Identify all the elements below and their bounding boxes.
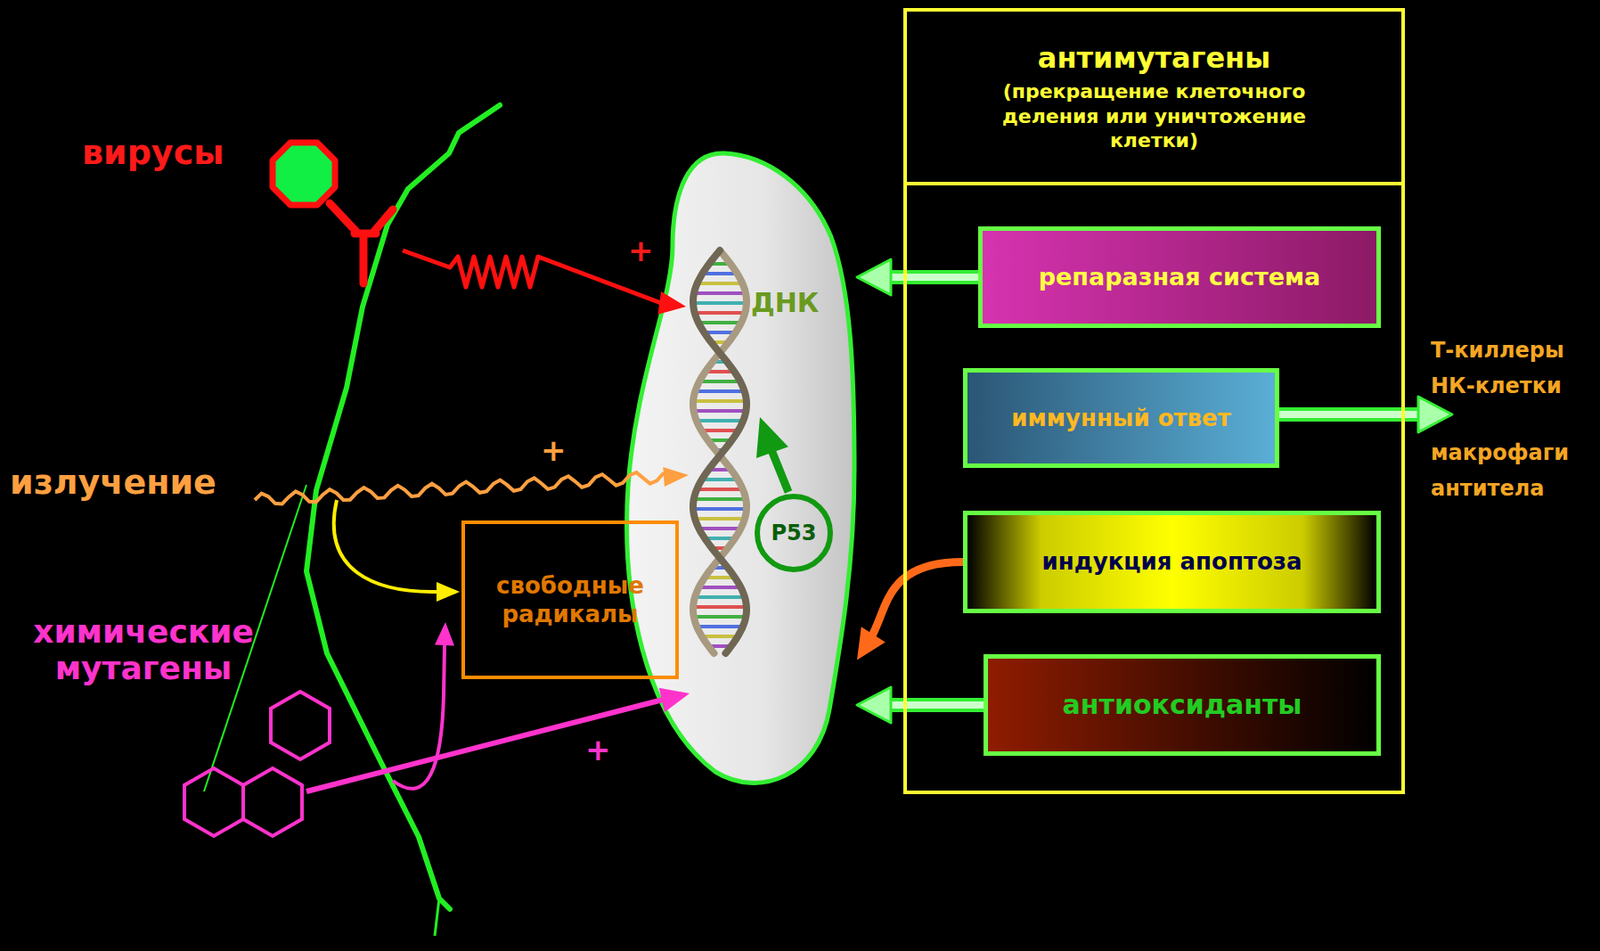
immune-arrow-shaft: [1265, 410, 1421, 418]
connector-outline: [889, 697, 984, 712]
connector: [857, 686, 984, 723]
dna-rung: [701, 428, 739, 433]
dna-rung: [694, 595, 745, 599]
dna-rung: [693, 506, 747, 511]
arrow-head: [657, 291, 686, 315]
dna-label: ДНК: [751, 286, 819, 319]
dna-rung: [694, 389, 744, 393]
arrow-head: [1418, 396, 1453, 433]
dna-rung: [702, 271, 737, 276]
connector-line: [889, 701, 984, 709]
cell-blob: [627, 153, 855, 783]
dna-rung: [698, 585, 741, 589]
effector-label: НК-клетки: [1430, 374, 1562, 400]
connector-line: [869, 562, 964, 641]
dna-strand: [693, 250, 747, 654]
effector-label: антитела: [1430, 476, 1544, 502]
process-box: репаразная система: [978, 226, 1381, 328]
dna-rung: [702, 634, 738, 638]
dna-rung: [699, 379, 741, 384]
connector: [857, 259, 979, 295]
effector-label: Т-киллеры: [1430, 338, 1565, 364]
dna-rung: [694, 310, 746, 315]
dna-rung: [696, 487, 743, 491]
connector-outline: [889, 269, 979, 285]
effector-label: макрофаги: [1430, 440, 1569, 466]
box-label: индукция апоптоза: [1042, 546, 1303, 577]
dna-rung: [693, 604, 747, 609]
virus-particle: [272, 142, 335, 205]
source-label: химические мутагены: [9, 612, 278, 687]
dna-rung: [693, 291, 746, 295]
benzene-ring: [243, 767, 303, 836]
arrow-heads: [434, 291, 1453, 712]
plus-sign: +: [540, 432, 567, 468]
radiation-wave: [254, 472, 664, 504]
box-label: иммунный ответ: [1011, 403, 1231, 433]
membrane-fork: [434, 897, 440, 936]
panel-heading: антимутагены: [1037, 40, 1271, 76]
connector: [857, 562, 964, 661]
box-label: свободные радикалы: [475, 571, 665, 629]
dna-rung: [696, 624, 743, 629]
connector-line: [889, 273, 979, 281]
virus-arrow: [402, 250, 662, 303]
radiation-to-radicals-arrow: [334, 499, 437, 592]
chemical-to-radicals-arrow: [392, 644, 445, 789]
benzene-ring: [184, 767, 244, 836]
p53-circle: P53: [754, 493, 833, 572]
dna-rung: [693, 301, 747, 305]
process-box: иммунный ответ: [963, 367, 1280, 468]
arrow-head: [662, 466, 689, 487]
panel-header: антимутагены(прекращение клеточного деле…: [906, 11, 1402, 186]
box-label: репаразная система: [1038, 261, 1322, 293]
process-box: индукция апоптоза: [963, 510, 1381, 613]
p53-label: P53: [771, 520, 817, 546]
dna-rung: [693, 497, 746, 501]
dna-rung: [693, 408, 747, 413]
dna-rung: [698, 526, 741, 531]
virus-receptor: [329, 203, 393, 284]
process-box: антиоксиданты: [983, 653, 1381, 756]
p53-arrow: [771, 449, 789, 492]
dna-rung: [697, 281, 743, 286]
arrow-head: [436, 581, 460, 602]
dna-rung: [693, 399, 747, 403]
dna-strand: [693, 250, 747, 654]
dna-rung: [702, 477, 738, 482]
plus-sign: +: [628, 233, 654, 269]
source-label: излучение: [9, 463, 217, 503]
box-label: антиоксиданты: [1062, 687, 1303, 722]
arrow-head: [434, 621, 455, 645]
cell-membrane: [306, 105, 500, 909]
dna-rung: [698, 320, 742, 325]
antimutagen-panel: антимутагены(прекращение клеточного деле…: [903, 8, 1405, 794]
chemical-arrow: [306, 699, 663, 792]
benzene-ring: [270, 691, 330, 760]
plus-sign: +: [585, 732, 612, 768]
dna-rung: [696, 418, 743, 423]
arrow-head: [857, 626, 886, 660]
arrow-head: [756, 416, 789, 458]
dna-rung: [693, 614, 746, 619]
arrow-head: [857, 686, 891, 723]
arrow-head: [659, 687, 690, 712]
dna-rung: [694, 516, 745, 521]
panel-subheading: (прекращение клеточного деления или унич…: [976, 79, 1333, 154]
radicals-box: свободные радикалы: [461, 520, 679, 679]
source-label: вирусы: [81, 133, 225, 173]
p53-ring: [757, 496, 831, 570]
arrow-head: [857, 259, 891, 295]
